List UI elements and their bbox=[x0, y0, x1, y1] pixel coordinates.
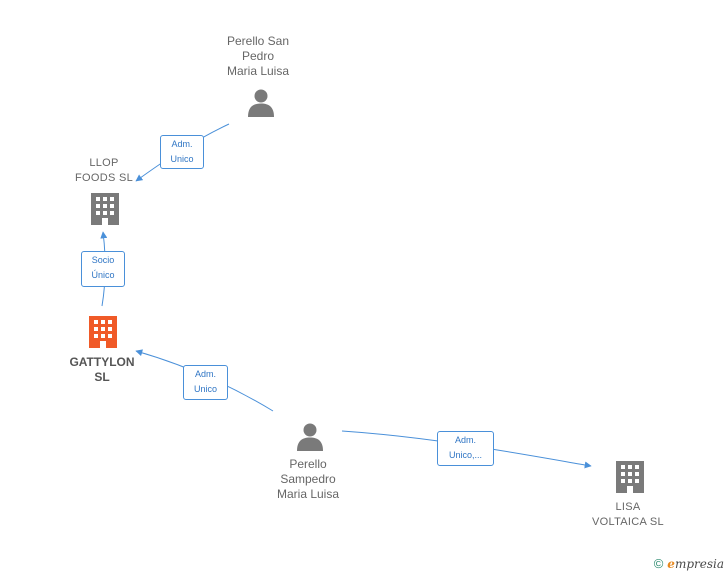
edge-label-adm-unico[interactable]: Adm. Unico bbox=[183, 365, 228, 400]
node-label-lisa-voltaica[interactable]: LISA VOLTAICA SL bbox=[578, 500, 678, 530]
node-label-llop-foods[interactable]: LLOP FOODS SL bbox=[54, 156, 154, 186]
node-label-perello-san-pedro[interactable]: Perello San Pedro Maria Luisa bbox=[208, 34, 308, 79]
edge-label-line: Adm. bbox=[454, 435, 476, 445]
building-icon[interactable] bbox=[616, 461, 644, 493]
brand-watermark: ©empresia bbox=[654, 556, 724, 571]
label-line: Maria Luisa bbox=[226, 64, 290, 78]
edge-label-line: Unico bbox=[193, 384, 217, 394]
edge-label-line: Único bbox=[91, 270, 115, 280]
label-line: Sampedro bbox=[280, 472, 336, 486]
edge-label-socio-unico[interactable]: Socio Único bbox=[81, 251, 125, 287]
label-line: VOLTAICA SL bbox=[592, 516, 664, 528]
building-icon[interactable] bbox=[91, 193, 119, 225]
brand-logo-initial: e bbox=[667, 557, 675, 571]
edge-label-adm-unico-more[interactable]: Adm. Unico,... bbox=[437, 431, 494, 466]
node-label-gattylon[interactable]: GATTYLON SL bbox=[52, 355, 152, 385]
person-icon[interactable] bbox=[248, 89, 274, 118]
node-label-perello-sampedro[interactable]: Perello Sampedro Maria Luisa bbox=[258, 457, 358, 502]
edge-label-adm-unico[interactable]: Adm. Unico bbox=[160, 135, 204, 169]
edge-label-line: Unico bbox=[170, 154, 194, 164]
label-line: GATTYLON bbox=[69, 355, 135, 369]
edge-label-line: Adm. bbox=[171, 139, 193, 149]
label-line: FOODS SL bbox=[74, 172, 134, 184]
label-line: Pedro bbox=[241, 49, 275, 63]
edge-label-line: Adm. bbox=[194, 369, 216, 379]
label-line: Perello bbox=[289, 457, 327, 471]
building-icon-focus[interactable] bbox=[89, 316, 117, 348]
label-line: SL bbox=[94, 370, 110, 384]
label-line: LISA bbox=[615, 501, 641, 513]
copyright-icon: © bbox=[653, 556, 664, 571]
brand-logo-text: mpresia bbox=[674, 557, 724, 571]
label-line: Maria Luisa bbox=[276, 487, 340, 501]
edge-label-line: Socio bbox=[91, 255, 115, 265]
person-icon[interactable] bbox=[297, 423, 323, 452]
label-line: LLOP bbox=[89, 157, 119, 169]
label-line: Perello San bbox=[226, 34, 290, 48]
edge-label-line: Unico,... bbox=[448, 450, 482, 460]
